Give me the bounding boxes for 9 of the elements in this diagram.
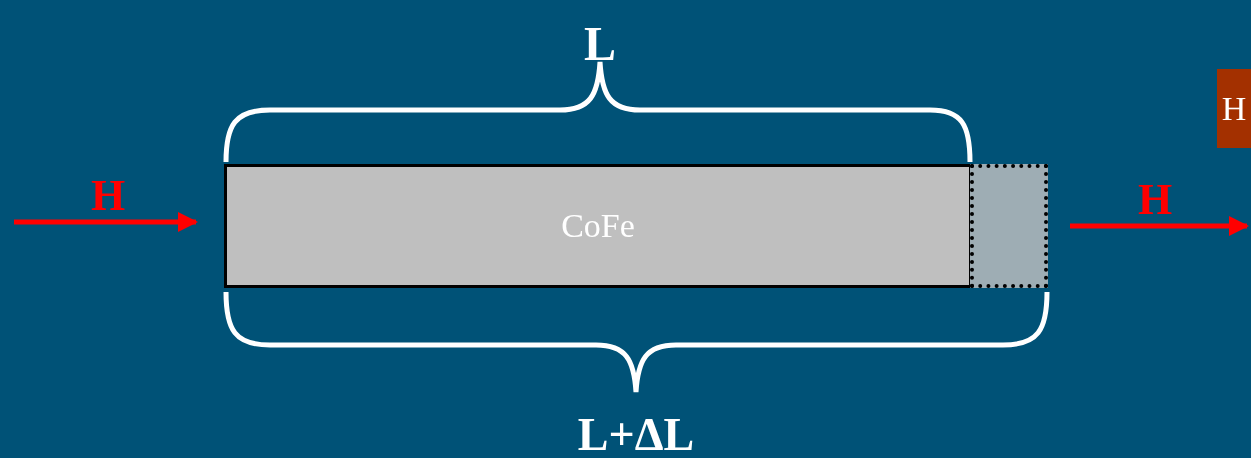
node-label: CoFe bbox=[561, 207, 635, 245]
highlight-tab bbox=[1217, 69, 1251, 148]
field-label: H bbox=[1137, 178, 1173, 222]
field-label: H bbox=[90, 174, 126, 218]
dimension-label: L+ΔL bbox=[577, 412, 695, 458]
node-label: H bbox=[1221, 89, 1247, 128]
extension-region bbox=[970, 164, 1048, 288]
dimension-label: L bbox=[584, 20, 616, 68]
bar-body bbox=[224, 164, 972, 288]
